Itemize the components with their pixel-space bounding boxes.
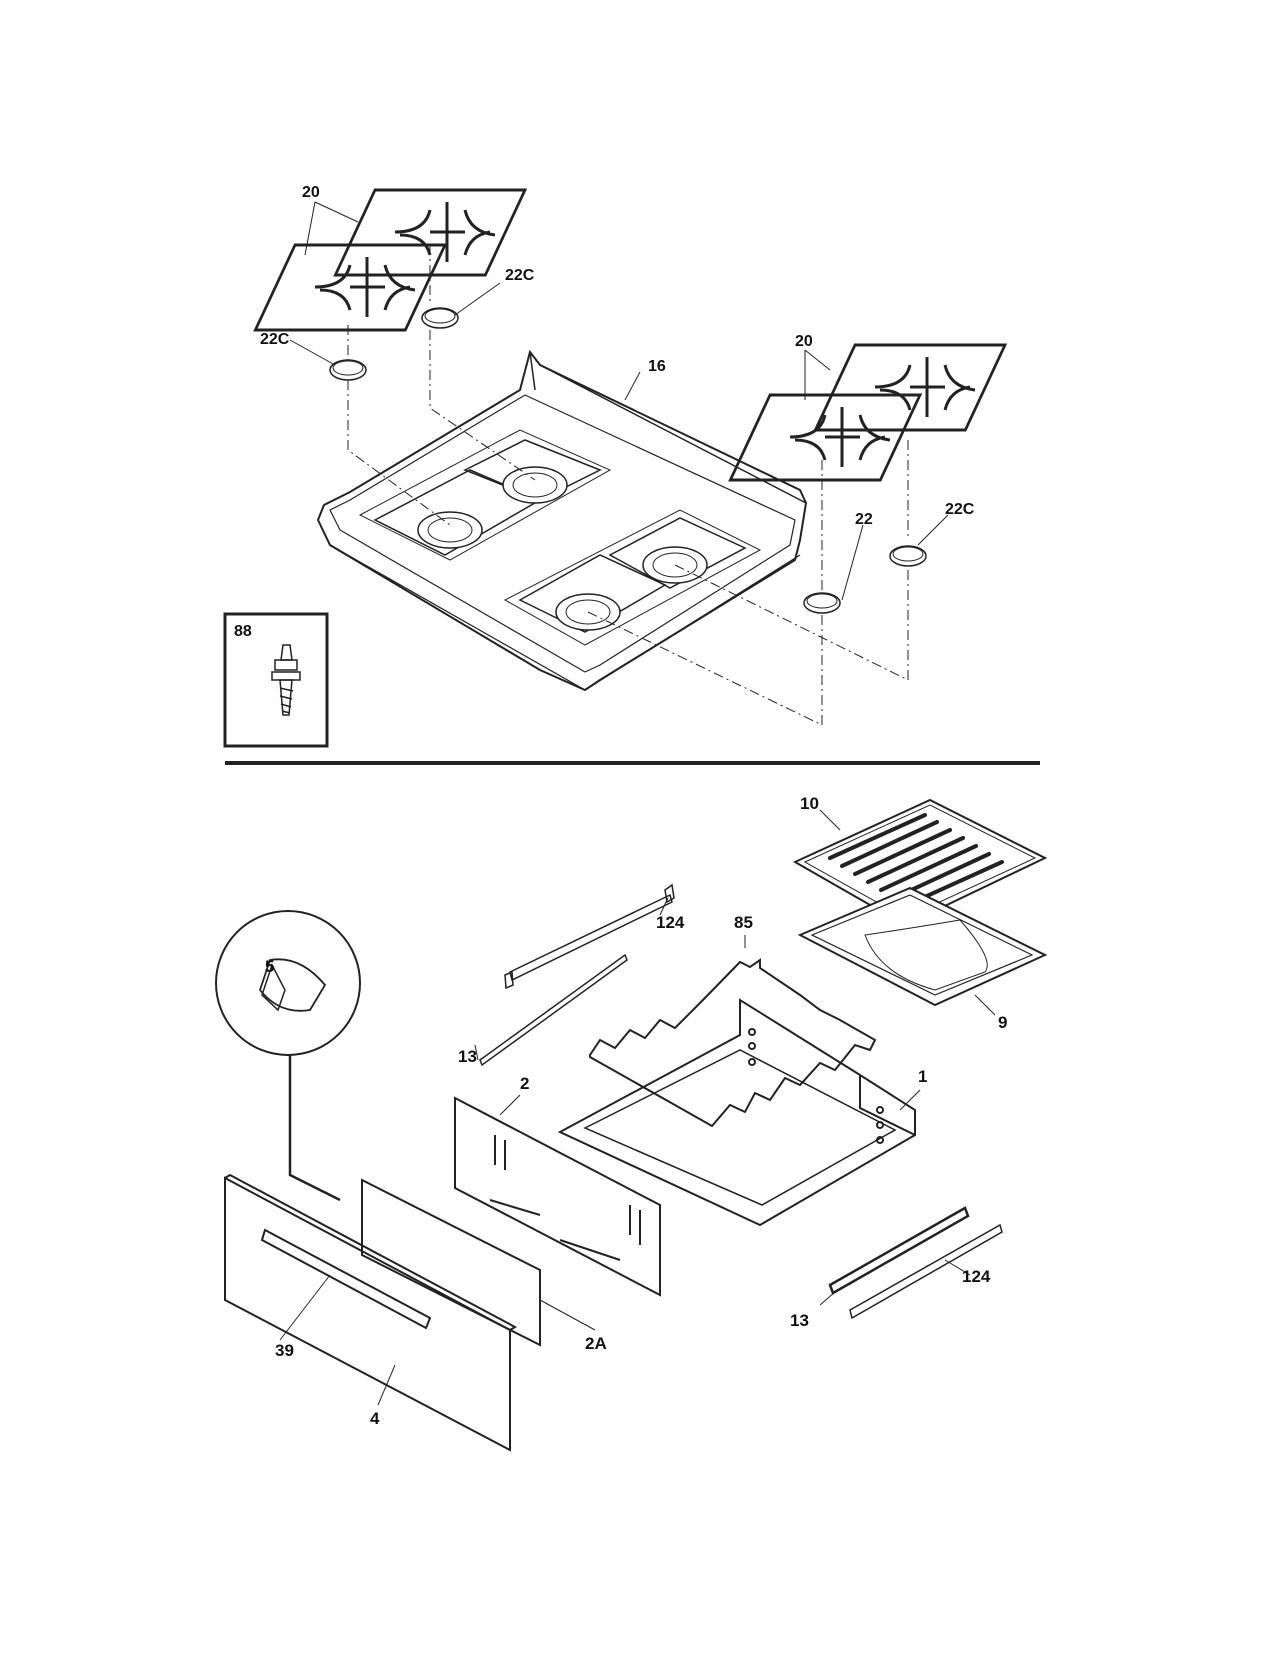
grates-right (728, 343, 1007, 482)
broiler-grid (792, 798, 1048, 927)
callout-22c-right: 22C (945, 501, 975, 518)
callout-10: 10 (800, 794, 819, 813)
leader-lines-top (289, 201, 949, 726)
leader-lines-bottom (279, 809, 996, 1406)
glide-top (479, 953, 628, 1067)
drawer-back (454, 1096, 661, 1297)
drawer-body (557, 998, 916, 1227)
glide-bottom (828, 1206, 970, 1295)
callout-124-bottom: 124 (962, 1267, 991, 1286)
callout-22c-upper: 22C (505, 267, 535, 284)
callout-20-left: 20 (302, 184, 320, 201)
broiler-pan (797, 886, 1048, 1007)
slide-rail-top (504, 883, 675, 990)
callout-22: 22 (855, 511, 873, 528)
drawer-front (224, 1173, 518, 1452)
oven-rack (589, 958, 877, 1128)
callout-16: 16 (648, 358, 666, 375)
callout-13-bottom: 13 (790, 1311, 809, 1330)
callout-85: 85 (734, 913, 753, 932)
slide-rail-bottom (849, 1223, 1003, 1320)
callout-124-top: 124 (656, 913, 685, 932)
callout-39: 39 (275, 1341, 294, 1360)
grates-left (253, 188, 527, 332)
callout-13-top: 13 (458, 1047, 477, 1066)
callout-1: 1 (918, 1067, 928, 1086)
callout-2: 2 (520, 1074, 530, 1093)
callout-88: 88 (234, 623, 252, 640)
callout-22c-lower: 22C (260, 331, 290, 348)
cooktop-assembly (316, 349, 808, 692)
front-liner (361, 1178, 541, 1347)
callout-9: 9 (998, 1013, 1008, 1032)
callout-5: 5 (265, 957, 275, 976)
callout-4: 4 (370, 1409, 380, 1428)
inset-box-88 (223, 612, 329, 748)
knob-detail (215, 910, 361, 1202)
callout-2a: 2A (585, 1334, 607, 1353)
screw-icon (271, 644, 301, 716)
callout-20-right: 20 (795, 333, 813, 350)
